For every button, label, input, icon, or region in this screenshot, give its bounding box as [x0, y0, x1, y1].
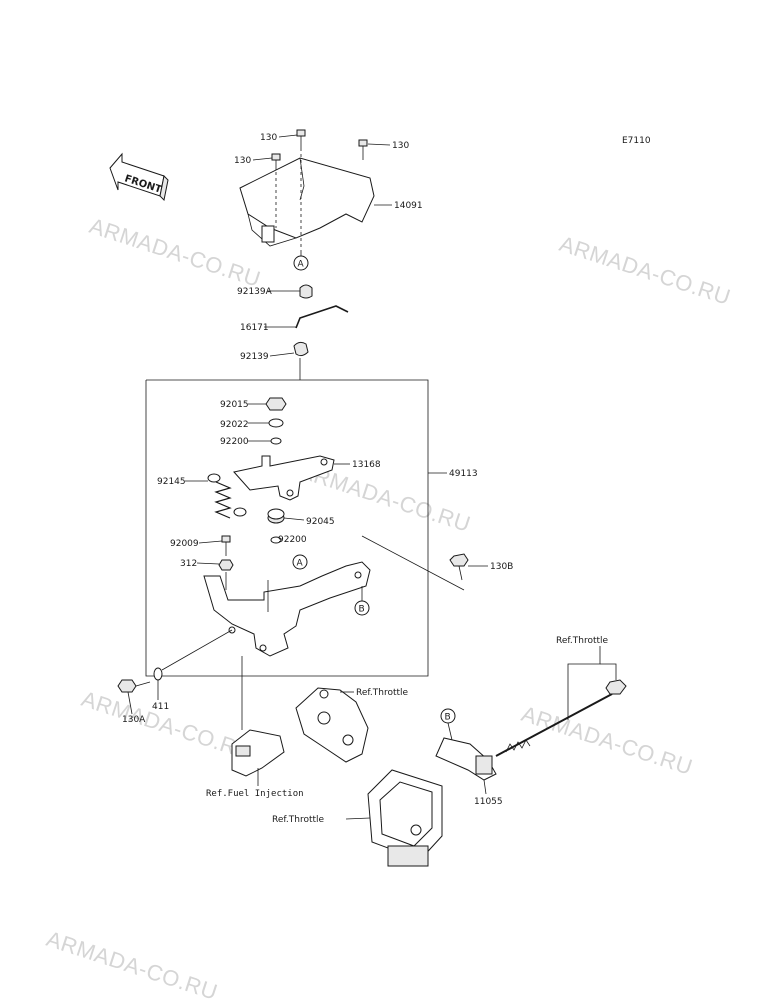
- watermark: ARMADA-CO.RU: [78, 686, 255, 765]
- washer-icon: [270, 437, 282, 445]
- nut-icon: [218, 559, 234, 571]
- bolt-icon: [296, 129, 306, 148]
- callout-b-label: B: [445, 713, 451, 723]
- washer-icon: [268, 418, 284, 428]
- part-92022: 92022: [220, 420, 249, 430]
- ref-throttle: Ref.Throttle: [556, 636, 609, 646]
- part-130a: 130A: [122, 715, 146, 725]
- diagram-code: E7110: [622, 136, 651, 146]
- part-130b: 130B: [490, 562, 513, 572]
- watermark: ARMADA-CO.RU: [43, 926, 220, 1000]
- washer-icon: [153, 667, 163, 681]
- part-130: 130: [392, 141, 409, 151]
- cable-rod-icon: [495, 679, 627, 757]
- bushing-icon: [267, 508, 285, 524]
- part-11055: 11055: [474, 797, 503, 807]
- part-92200: 92200: [278, 535, 307, 545]
- lever-13168: [233, 455, 335, 501]
- part-130: 130: [234, 156, 251, 166]
- part-130: 130: [260, 133, 277, 143]
- part-92045: 92045: [306, 517, 335, 527]
- part-49113: 49113: [449, 469, 478, 479]
- rod-icon: [295, 305, 349, 329]
- watermark: ARMADA-CO.RU: [86, 213, 263, 292]
- bracket-11055: [435, 737, 497, 781]
- callout-a: [292, 554, 308, 570]
- watermark: ARMADA-CO.RU: [518, 701, 695, 780]
- ref-throttle: Ref.Throttle: [356, 688, 409, 698]
- part-92200: 92200: [220, 437, 249, 447]
- throttle-body-icon: [367, 769, 443, 867]
- sensor-icon: [231, 656, 285, 777]
- watermark: ARMADA-CO.RU: [556, 231, 733, 310]
- part-92015: 92015: [220, 400, 249, 410]
- part-411: 411: [152, 702, 169, 712]
- callout-a-label: A: [297, 559, 304, 569]
- throttle-part-icon: [295, 687, 369, 763]
- part-16171: 16171: [240, 323, 269, 333]
- part-92139: 92139: [240, 352, 269, 362]
- ref-throttle: Ref.Throttle: [272, 815, 325, 825]
- assembly-box: [145, 379, 429, 677]
- bracket-icon: [203, 561, 371, 657]
- part-92139a: 92139A: [237, 287, 273, 297]
- bolt-icon: [117, 679, 151, 693]
- part-312: 312: [180, 559, 197, 569]
- bolt-icon: [358, 139, 368, 160]
- callout-b-label: B: [359, 605, 365, 615]
- front-arrow-icon: FRONT: [109, 152, 169, 202]
- callout-a-label: A: [298, 260, 305, 270]
- spring-icon: [207, 473, 247, 519]
- part-14091: 14091: [394, 201, 423, 211]
- screw-icon: [221, 535, 231, 556]
- clip-icon: [293, 341, 309, 380]
- clip-icon: [299, 284, 313, 299]
- leader-line: [361, 535, 465, 591]
- washer-icon: [270, 536, 282, 544]
- part-92145: 92145: [157, 477, 186, 487]
- part-92009: 92009: [170, 539, 199, 549]
- nut-icon: [265, 397, 287, 411]
- cover-14091: [239, 148, 375, 250]
- ref-fuel-injection: Ref.Fuel Injection: [206, 789, 304, 799]
- bolt-icon: [449, 553, 469, 581]
- part-13168: 13168: [352, 460, 381, 470]
